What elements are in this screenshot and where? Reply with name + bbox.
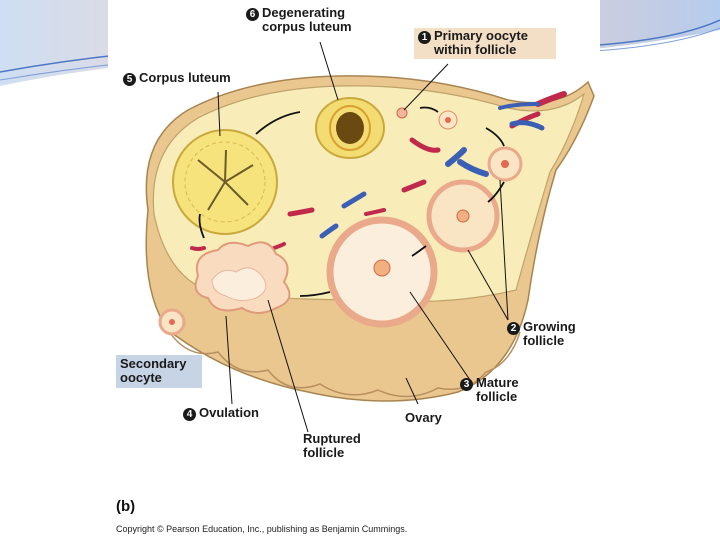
label-degenerating-corpus-luteum-text: Degenerating corpus luteum [262, 6, 372, 34]
label-secondary-oocyte-text: Secondary oocyte [120, 357, 198, 385]
step-3-badge: 3 [460, 378, 473, 391]
label-primary-oocyte-text: Primary oocyte within follicle [434, 29, 552, 57]
corpus-luteum-shape [173, 130, 277, 234]
label-ovary: Ovary [405, 411, 442, 425]
ruptured-follicle-shape [196, 242, 290, 313]
panel-letter: (b) [116, 498, 135, 515]
step-1-badge: 1 [418, 31, 431, 44]
label-ruptured-follicle: Ruptured follicle [303, 432, 375, 460]
step-4-badge: 4 [183, 408, 196, 421]
mature-follicle-shape [330, 220, 434, 324]
label-mature-follicle-text: Mature follicle [476, 376, 536, 404]
degenerating-corpus-luteum-shape [316, 98, 384, 158]
label-ovary-text: Ovary [405, 410, 442, 425]
step-5-badge: 5 [123, 73, 136, 86]
copyright-notice: Copyright © Pearson Education, Inc., pub… [116, 524, 407, 534]
label-ruptured-follicle-text: Ruptured follicle [303, 432, 375, 460]
label-secondary-oocyte: Secondary oocyte [116, 355, 202, 388]
label-ovulation-text: Ovulation [199, 405, 259, 420]
label-corpus-luteum-text: Corpus luteum [139, 70, 231, 85]
secondary-oocyte-shape [160, 310, 184, 334]
label-growing-follicle-text: Growing follicle [523, 320, 591, 348]
step-2-badge: 2 [507, 322, 520, 335]
step-6-badge: 6 [246, 8, 259, 21]
